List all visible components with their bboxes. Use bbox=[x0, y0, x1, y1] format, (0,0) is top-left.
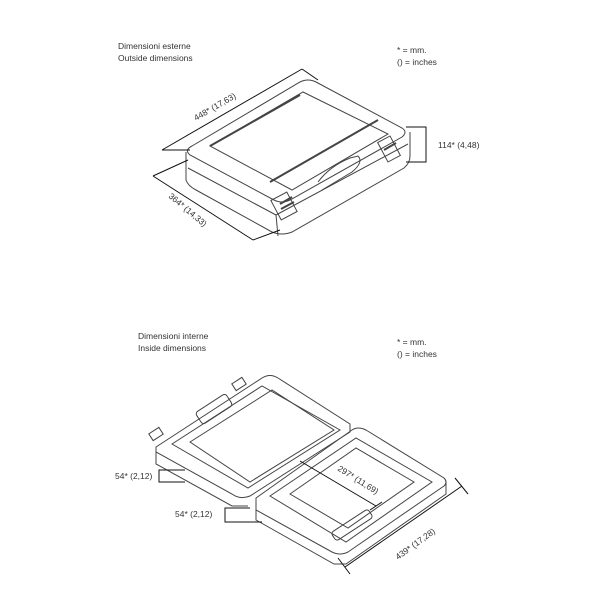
inside-lid-depth-label: 54* (2,12) bbox=[115, 471, 152, 481]
outside-title-it: Dimensioni esterne bbox=[118, 41, 191, 51]
inside-base-depth-label: 54* (2,12) bbox=[175, 509, 212, 519]
inside-legend-mm: * = mm. bbox=[397, 337, 427, 347]
outside-width-label: 364* (14,33) bbox=[167, 191, 209, 229]
closed-case bbox=[185, 79, 411, 237]
open-case bbox=[148, 375, 447, 565]
outside-dimension-lines bbox=[152, 68, 427, 241]
outside-title-en: Outside dimensions bbox=[118, 53, 193, 63]
outside-height-label: 114* (4,48) bbox=[438, 140, 480, 150]
inside-legend-inches: () = inches bbox=[397, 349, 437, 359]
inside-dimension-lines bbox=[158, 460, 469, 575]
inside-title-it: Dimensioni interne bbox=[138, 331, 209, 341]
inside-width-label: 297* (11,69) bbox=[336, 463, 381, 496]
outside-legend-inches: () = inches bbox=[397, 57, 437, 67]
outside-legend-mm: * = mm. bbox=[397, 45, 427, 55]
outside-length-label: 448* (17,63) bbox=[192, 91, 238, 123]
inside-length-label: 439* (17,28) bbox=[393, 526, 437, 562]
inside-title-en: Inside dimensions bbox=[138, 343, 207, 353]
